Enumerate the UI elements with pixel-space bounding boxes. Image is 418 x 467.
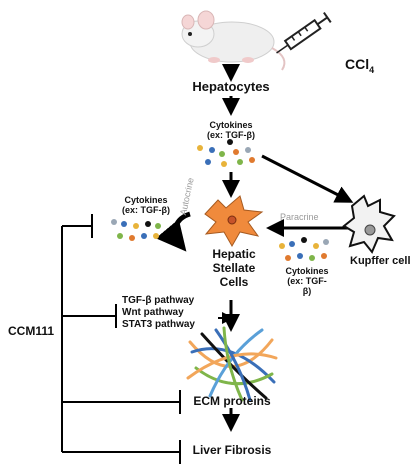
cytokine-dot — [237, 159, 243, 165]
cytokine-dot — [323, 239, 329, 245]
cytokine-dot — [155, 223, 161, 229]
pathway-list: TGF-β pathway Wnt pathway STAT3 pathway — [122, 295, 195, 331]
ccl4-label: CCl4 — [345, 56, 375, 75]
cytokines-top-line1: Cytokines — [209, 120, 253, 130]
ccm111-label: CCM111 — [8, 324, 55, 338]
cytokines-right-line1: Cytokines — [285, 266, 329, 276]
cytokines-left-line2: (ex: TGF-β) — [122, 205, 170, 215]
hsc-line1: Hepatic — [212, 247, 256, 261]
cytokine-dot — [297, 253, 303, 259]
hsc-label: Hepatic Stellate Cells — [204, 247, 264, 289]
ecm-proteins-label: ECM proteins — [193, 394, 271, 408]
cytokine-dots-top — [197, 139, 255, 167]
cytokines-right-label: Cytokines (ex: TGF- β) — [276, 266, 338, 296]
cytokine-dot — [205, 159, 211, 165]
ecm-fiber — [214, 328, 252, 402]
cytokine-dot — [221, 161, 227, 167]
cytokine-dot — [111, 219, 117, 225]
autocrine-arrow — [155, 211, 191, 252]
hsc-line2: Stellate — [212, 261, 256, 275]
cytokine-dot — [249, 157, 255, 163]
pathway-tgf-beta: TGF-β pathway — [122, 295, 195, 306]
cytokine-dot — [279, 243, 285, 249]
cytokine-dot — [129, 235, 135, 241]
pathway-stat3: STAT3 pathway — [122, 319, 195, 330]
cytokine-dot — [313, 243, 319, 249]
cytokine-dot — [209, 147, 215, 153]
cytokines-right-line3: β) — [302, 286, 312, 296]
syringe-icon — [276, 11, 332, 54]
cytokine-dots-right — [279, 237, 329, 261]
hsc-line3: Cells — [219, 275, 249, 289]
cytokine-dot — [245, 147, 251, 153]
cytokine-dot — [233, 149, 239, 155]
cytokine-dot — [153, 233, 159, 239]
ecm-fiber — [200, 332, 268, 400]
cytokines-right-line2: (ex: TGF- — [287, 276, 327, 286]
ecm-fiber — [194, 366, 274, 386]
cytokine-dot — [141, 233, 147, 239]
cytokine-dot — [117, 233, 123, 239]
cytokine-dot — [121, 221, 127, 227]
pathway-wnt: Wnt pathway — [122, 307, 184, 318]
cytokine-dot — [321, 253, 327, 259]
inhibition-lines — [61, 214, 181, 464]
cytokines-top-line2: (ex: TGF-β) — [207, 130, 255, 140]
liver-fibrosis-label: Liver Fibrosis — [192, 443, 272, 457]
hepatocytes-label: Hepatocytes — [192, 79, 270, 94]
ecm-fibers-icon — [186, 326, 278, 402]
cytokine-dot — [197, 145, 203, 151]
paracrine-label: Paracrine — [280, 212, 319, 222]
kupffer-label: Kupffer cell — [350, 255, 411, 267]
cytokine-dot — [289, 241, 295, 247]
cytokine-dot — [145, 221, 151, 227]
kupffer-cell-icon — [342, 194, 396, 254]
cytokine-dot — [301, 237, 307, 243]
cytokine-dots-left — [111, 219, 161, 241]
cytokines-left-label: Cytokines (ex: TGF-β) — [110, 195, 182, 215]
hepatic-stellate-cell-icon — [204, 195, 264, 248]
cytokine-dot — [133, 223, 139, 229]
ecm-fiber — [222, 326, 244, 402]
cytokine-dot — [219, 151, 225, 157]
cytokines-left-line1: Cytokines — [124, 195, 168, 205]
arrow-cytokines-to-kupffer — [261, 154, 354, 203]
cytokines-top-label: Cytokines (ex: TGF-β) — [195, 120, 267, 140]
ecm-fiber — [190, 347, 276, 384]
cytokine-dot — [227, 139, 233, 145]
mouse-illustration — [181, 10, 286, 71]
cytokine-dot — [285, 255, 291, 261]
cytokine-dot — [309, 255, 315, 261]
